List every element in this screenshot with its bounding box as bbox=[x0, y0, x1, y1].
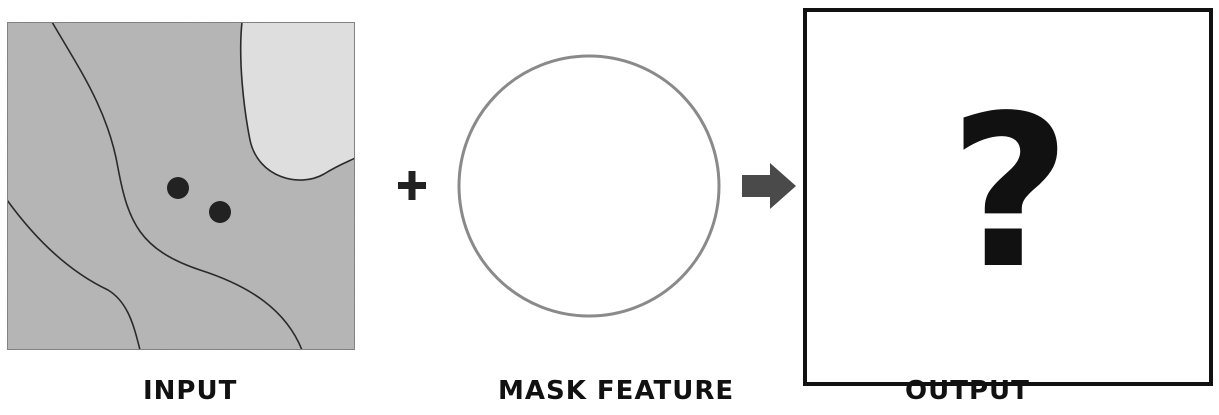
mask-feature-circle bbox=[457, 54, 721, 318]
input-point bbox=[167, 177, 189, 199]
output-question-mark: ? bbox=[949, 70, 1071, 315]
plus-operator bbox=[398, 171, 426, 200]
arrow-icon bbox=[742, 163, 796, 209]
output-box: ? bbox=[803, 8, 1213, 386]
input-point bbox=[209, 201, 231, 223]
mask-feature-label: MASK FEATURE bbox=[498, 376, 735, 406]
output-label: OUTPUT bbox=[905, 376, 1030, 406]
input-map-boundary-line-lower bbox=[7, 199, 141, 350]
input-map-boundary-line-upper bbox=[51, 22, 303, 350]
input-map bbox=[6, 21, 356, 351]
input-map-light-region bbox=[239, 22, 355, 181]
input-label: INPUT bbox=[143, 376, 238, 406]
input-map-frame bbox=[6, 21, 356, 351]
